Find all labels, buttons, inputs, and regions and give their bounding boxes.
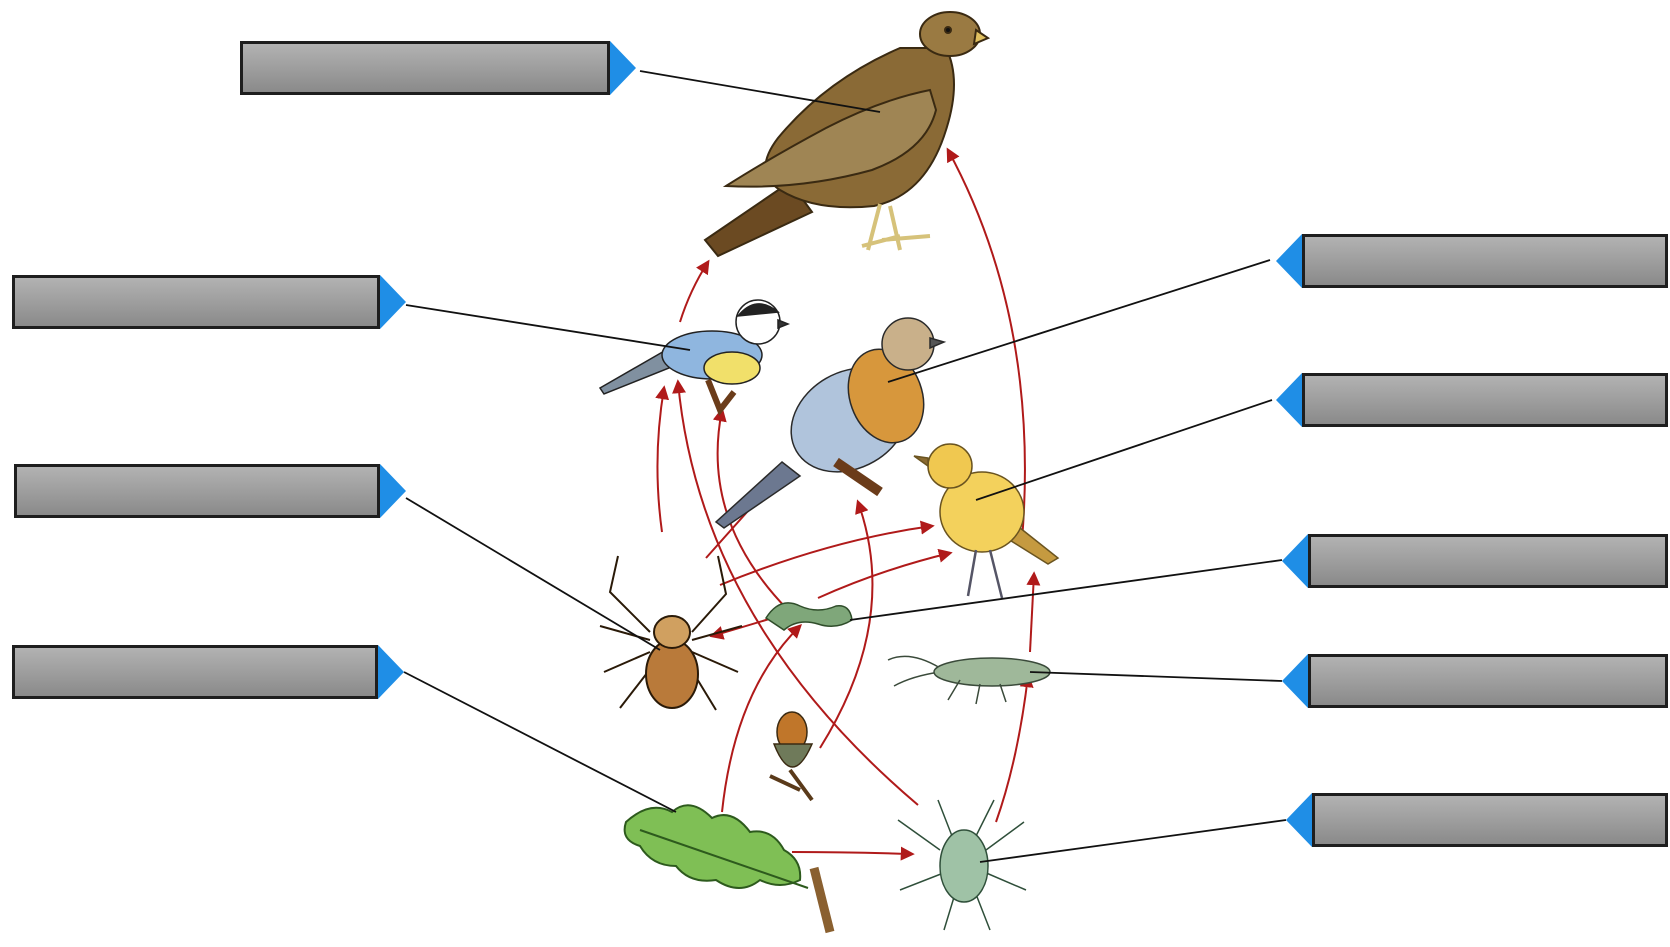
aphid-illustration — [897, 799, 1027, 931]
arrow-leaf-to-aphid — [791, 846, 915, 861]
arrow-aphid-to-beetle — [995, 673, 1034, 823]
arrow-beetle-to-warbler — [1026, 571, 1041, 653]
thrush-head — [881, 317, 935, 371]
acorn-illustration — [769, 711, 814, 802]
label-warbler[interactable] — [1302, 373, 1668, 427]
thrush-beak — [929, 337, 947, 350]
bluetit-perch — [705, 378, 737, 416]
warbler-body — [939, 471, 1025, 553]
thrush-illustration — [714, 317, 947, 529]
leader-oak-leaf — [403, 671, 677, 813]
acorn-cup — [772, 743, 814, 768]
label-hawk-marker — [610, 41, 636, 95]
thrush-perch — [833, 457, 883, 497]
warbler-beak — [913, 455, 929, 468]
leader-hawk — [639, 70, 881, 113]
label-spider[interactable] — [14, 464, 380, 518]
spider-abdomen — [645, 639, 699, 709]
hawk-talons — [861, 203, 931, 251]
hawk-beak — [972, 28, 991, 46]
label-thrush-marker — [1276, 234, 1302, 288]
oak-leaf-blade — [623, 804, 802, 889]
label-warbler-marker — [1276, 373, 1302, 427]
warbler-head — [927, 443, 973, 489]
leader-lines — [403, 70, 1287, 863]
label-hawk[interactable] — [240, 41, 610, 95]
label-caterpillar[interactable] — [1308, 534, 1668, 588]
label-spider-marker — [380, 464, 406, 518]
label-thrush[interactable] — [1302, 234, 1668, 288]
oak-twig — [809, 866, 835, 934]
oak-leaf-vein — [639, 829, 809, 889]
hawk-head — [919, 11, 981, 57]
arrow-bluetit-to-hawk — [679, 259, 710, 323]
blue-tit-illustration — [598, 299, 791, 416]
arrow-aphid-to-bluetit — [672, 379, 919, 806]
oak-leaf-illustration — [623, 804, 835, 934]
hawk-eye — [944, 26, 952, 34]
hawk-illustration — [703, 11, 991, 258]
food-web-arrows — [655, 147, 1041, 861]
leader-warbler — [975, 399, 1273, 501]
beetle-antennae — [887, 655, 941, 687]
arrow-acorn-to-thrush — [819, 499, 874, 749]
caterpillar-illustration — [764, 602, 853, 631]
label-beetle[interactable] — [1308, 654, 1668, 708]
aphid-body — [939, 829, 989, 903]
label-beetle-marker — [1282, 654, 1308, 708]
leader-thrush — [887, 259, 1271, 383]
beetle-legs — [947, 679, 1007, 705]
leader-aphid — [979, 819, 1287, 863]
thrush-breast — [847, 348, 925, 444]
leader-caterpillar — [849, 559, 1283, 621]
label-aphid-marker — [1286, 793, 1312, 847]
arrow-leaf-to-caterpillar — [721, 624, 802, 813]
caterpillar-body — [764, 602, 853, 631]
spider-cephalothorax — [653, 615, 691, 649]
arrow-caterpillar-to-warbler — [817, 548, 953, 599]
warbler-illustration — [913, 443, 1060, 599]
arrow-warbler-to-hawk — [946, 147, 1026, 541]
leader-spider — [405, 497, 661, 651]
label-aphid[interactable] — [1312, 793, 1668, 847]
leader-blue-tit — [405, 304, 691, 351]
label-oak-leaf[interactable] — [12, 645, 378, 699]
bluetit-beak — [777, 318, 791, 330]
aphid-legs — [897, 799, 1027, 931]
leader-beetle — [1029, 671, 1283, 682]
label-blue-tit[interactable] — [12, 275, 380, 329]
warbler-legs — [966, 549, 1004, 599]
hawk-wing — [722, 88, 938, 188]
arrow-spider-to-warbler — [719, 520, 935, 586]
label-caterpillar-marker — [1282, 534, 1308, 588]
spider-legs — [599, 555, 743, 711]
bluetit-breast — [703, 351, 761, 385]
spider-illustration — [599, 555, 743, 711]
label-oak-leaf-marker — [378, 645, 404, 699]
acorn-stem — [769, 768, 814, 802]
label-blue-tit-marker — [380, 275, 406, 329]
thrush-tail — [714, 461, 802, 529]
bluetit-cap — [736, 303, 780, 317]
arrow-spider-to-bluetit — [655, 385, 670, 533]
